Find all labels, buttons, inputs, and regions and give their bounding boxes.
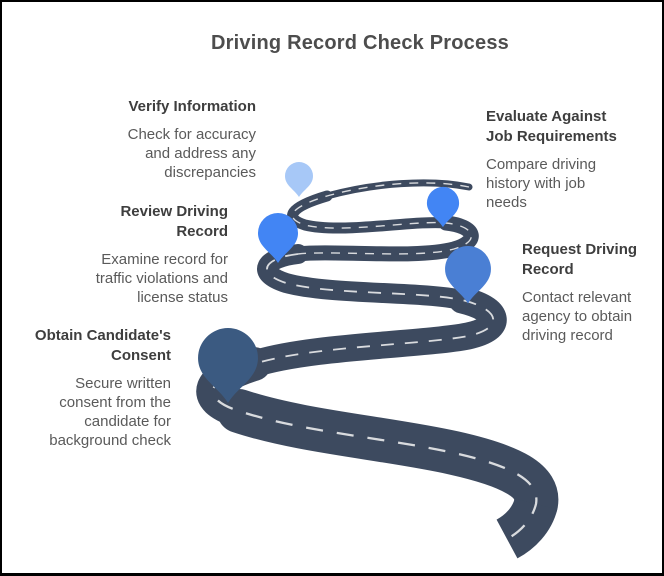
step-heading: Obtain Candidate's Consent [34,327,171,364]
verify-pin-icon [285,162,313,197]
step-evaluate-against-job-requirements: Evaluate Against Job Requirements Compar… [486,107,634,212]
step-description: Check for accuracy and address any discr… [127,126,256,181]
milestone-pins [198,162,491,403]
step-description: Examine record for traffic violations an… [95,251,228,306]
review-record-pin-icon [257,212,299,264]
step-heading: Review Driving Record [120,203,228,240]
center-line-top [292,182,472,255]
road-center-lines [212,182,538,541]
center-line-middle [253,253,495,365]
evaluate-pin-icon [426,186,460,228]
step-request-driving-record: Request Driving Record Contact relevant … [522,240,657,345]
step-heading: Verify Information [128,98,256,115]
road-segment-7 [217,389,559,526]
obtain-consent-pin-icon [198,328,258,403]
page-title: Driving Record Check Process [211,32,509,54]
step-review-driving-record: Review Driving Record Examine record for… [76,202,228,307]
step-heading: Evaluate Against Job Requirements [486,108,617,145]
step-description: Secure written consent from the candidat… [49,375,171,449]
center-line-bottom [212,362,538,541]
step-verify-information: Verify Information Check for accuracy an… [116,97,256,182]
road-segment-2 [287,190,452,234]
road-segment-8 [495,497,558,559]
request-record-pin-icon [445,246,491,304]
step-description: Compare driving history with job needs [486,156,597,211]
road-segment-5 [240,286,507,378]
step-obtain-candidates-consent: Obtain Candidate's Consent Secure writte… [16,326,171,450]
step-heading: Request Driving Record [522,241,638,278]
step-description: Contact relevant agency to obtain drivin… [522,289,633,344]
